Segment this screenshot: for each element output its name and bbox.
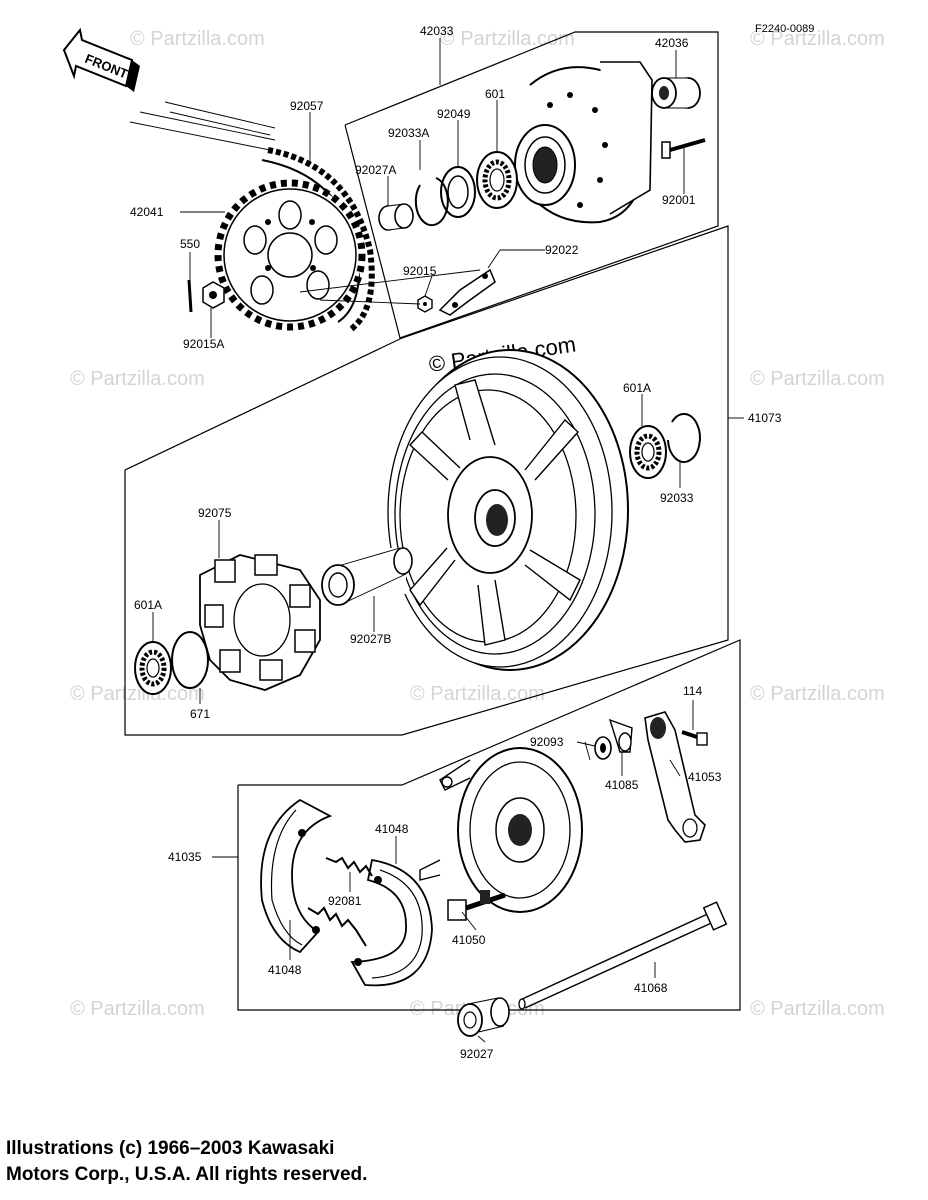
label-41068: 41068: [634, 981, 668, 995]
watermark: © Partzilla.com: [750, 368, 885, 390]
watermark: © Partzilla.com: [130, 28, 265, 50]
label-41073: 41073: [748, 411, 782, 425]
hub-damper: [199, 554, 321, 691]
watermarks: © Partzilla.com © Partzilla.com © Partzi…: [70, 28, 885, 1020]
part-labels: 42033 42036 92057 601 92049 92033A 92027…: [130, 24, 782, 1061]
label-671: 671: [190, 707, 210, 721]
leader-lines: [152, 38, 744, 1043]
label-92081: 92081: [328, 894, 362, 908]
label-601A-left: 601A: [134, 598, 162, 612]
label-601: 601: [485, 87, 505, 101]
rear-wheel: [387, 349, 629, 671]
label-92075: 92075: [198, 506, 232, 520]
label-92033A: 92033A: [388, 126, 429, 140]
label-601A-wheel: 601A: [623, 381, 651, 395]
watermark: © Partzilla.com: [410, 683, 545, 705]
label-41048-bottom: 41048: [268, 963, 302, 977]
brake-spring-top: [325, 856, 373, 877]
label-550: 550: [180, 237, 200, 251]
label-92027A: 92027A: [355, 163, 396, 177]
label-41053: 41053: [688, 770, 722, 784]
label-92022: 92022: [545, 243, 579, 257]
label-92027: 92027: [460, 1047, 494, 1061]
figure-code: F2240-0089: [755, 23, 814, 35]
label-92093: 92093: [530, 735, 564, 749]
copyright-line: Motors Corp., U.S.A. All rights reserved…: [6, 1164, 368, 1185]
washer: [594, 736, 612, 760]
cotter-pin: [187, 279, 193, 313]
label-92033: 92033: [660, 491, 694, 505]
rear-axle: [518, 901, 728, 1010]
wheel-collar-long: [321, 547, 413, 606]
watermark: © Partzilla.com: [70, 368, 205, 390]
sprocket-nut: [202, 281, 225, 309]
wheel-bearing-right: [629, 425, 667, 479]
label-92057: 92057: [290, 99, 324, 113]
label-41050: 41050: [452, 933, 486, 947]
lock-plate: [438, 268, 496, 316]
copyright-line: Illustrations (c) 1966–2003 Kawasaki: [6, 1138, 335, 1159]
hub-collar: [651, 77, 701, 109]
label-92049: 92049: [437, 107, 471, 121]
label-92001: 92001: [662, 193, 696, 207]
circlip: [414, 177, 449, 227]
watermark: © Partzilla.com: [750, 998, 885, 1020]
brake-spring-bottom: [307, 906, 367, 947]
label-42033: 42033: [420, 24, 454, 38]
lever-bolt: [681, 730, 708, 746]
brake-camshaft: [447, 890, 506, 921]
label-41048-top: 41048: [375, 822, 409, 836]
label-114: 114: [683, 684, 702, 698]
watermark: © Partzilla.com: [70, 998, 205, 1020]
carrier-bolt: [661, 138, 706, 159]
label-41035: 41035: [168, 850, 202, 864]
front-arrow-icon: FRONT: [62, 27, 140, 92]
brake-shoe-left: [260, 798, 333, 954]
wear-indicator: [608, 718, 633, 753]
wheel-circlip: [667, 412, 701, 463]
brake-panel: [419, 747, 583, 913]
label-92015: 92015: [403, 264, 437, 278]
watermark: © Partzilla.com: [750, 683, 885, 705]
watermark: © Partzilla.com: [440, 28, 575, 50]
watermark: © Partzilla.com: [70, 683, 205, 705]
wheel-bearing-left: [134, 641, 172, 695]
sprocket-stud-nut: [417, 295, 433, 313]
label-42036: 42036: [655, 36, 689, 50]
sprocket-carrier: [514, 61, 653, 224]
watermark: © Partzilla.com: [750, 28, 885, 50]
label-42041: 42041: [130, 205, 164, 219]
oil-seal: [440, 166, 476, 218]
label-92027B: 92027B: [350, 632, 391, 646]
brake-shoe-right: [350, 858, 433, 987]
copyright-notice: Illustrations (c) 1966–2003 Kawasaki Mot…: [6, 1136, 606, 1188]
label-92015A: 92015A: [183, 337, 224, 351]
collar-small: [378, 203, 414, 231]
brake-lever: [644, 711, 706, 843]
label-41085: 41085: [605, 778, 639, 792]
axle-collar: [457, 997, 510, 1037]
rear-sprocket: [214, 179, 366, 331]
hub-bearing: [476, 151, 518, 209]
o-ring: [171, 631, 209, 689]
